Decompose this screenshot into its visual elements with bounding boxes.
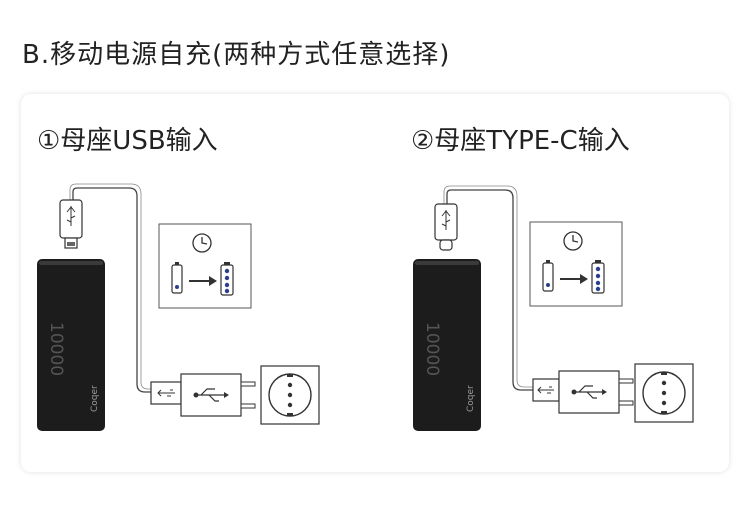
usb-plug (532, 378, 560, 402)
battery-full-icon (220, 262, 234, 296)
power-socket-icon (260, 365, 320, 425)
capacity-label: 10000 (422, 322, 442, 376)
typec-charge-diagram: 10000 Coqer (413, 185, 694, 431)
micro-usb-plug (59, 199, 83, 249)
instruction-card: ①母座USB输入 10000 Coqer (21, 94, 729, 472)
usb-plug (150, 381, 182, 405)
charging-cable (446, 189, 533, 391)
arrow-right-icon (560, 274, 588, 284)
power-socket-icon (634, 363, 694, 423)
panel-label: ①母座USB输入 (37, 126, 218, 156)
clock-icon (192, 233, 212, 253)
brand-label: Coqer (466, 385, 476, 412)
battery-full-icon (591, 260, 605, 294)
usb-icon (193, 388, 229, 402)
power-adapter (558, 370, 634, 414)
usb-charge-diagram: 10000 Coqer (37, 183, 320, 431)
panel-usb-input: ①母座USB输入 10000 Coqer (21, 94, 375, 472)
charging-indicator-box (158, 223, 252, 309)
capacity-label: 10000 (46, 322, 66, 376)
power-bank: 10000 Coqer (37, 259, 105, 431)
panel-typec-input: ②母座TYPE-C输入 10000 Coqer (375, 94, 729, 472)
battery-low-icon (542, 260, 554, 292)
charging-indicator-box (529, 221, 623, 307)
usb-icon (571, 385, 607, 399)
clock-icon (563, 231, 583, 251)
panel-label: ②母座TYPE-C输入 (411, 126, 630, 156)
arrow-right-icon (189, 276, 217, 286)
charging-cable (72, 187, 151, 393)
page-title: B.移动电源自充(两种方式任意选择) (22, 40, 451, 70)
power-bank: 10000 Coqer (413, 259, 481, 431)
power-adapter (180, 373, 256, 417)
brand-label: Coqer (90, 385, 100, 412)
type-c-plug (434, 203, 458, 251)
battery-low-icon (171, 262, 183, 294)
